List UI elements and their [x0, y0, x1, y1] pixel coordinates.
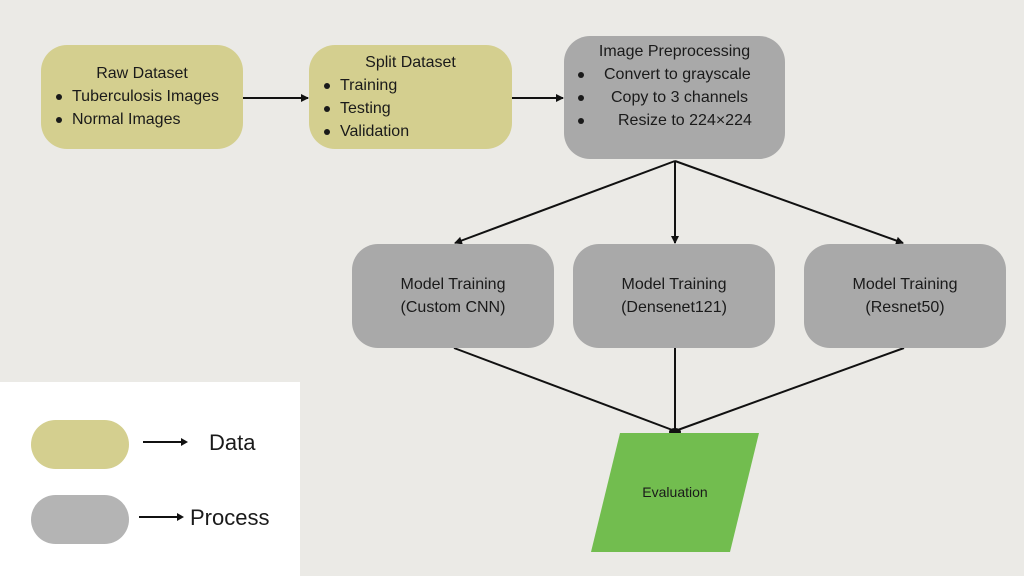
node-title: Model Training [400, 276, 506, 293]
node-model-resnet: Model Training (Resnet50) [804, 244, 1006, 348]
list-item: Testing [309, 97, 512, 120]
legend: Data Process [0, 382, 300, 576]
legend-swatch-data [31, 420, 129, 469]
node-items: Convert to grayscale Copy to 3 channels … [564, 63, 785, 132]
list-item: Training [309, 74, 512, 97]
node-raw-dataset: Raw Dataset Tuberculosis Images Normal I… [41, 45, 243, 149]
node-title: Model Training [852, 276, 958, 293]
list-item: Resize to 224×224 [564, 109, 785, 132]
line-custom-cnn-to-evaluation [453, 347, 676, 432]
arrow-preprocessing-to-resnet [674, 160, 904, 245]
list-item: Validation [309, 120, 512, 143]
arrow-preprocessing-to-custom-cnn [454, 160, 676, 245]
node-title: Image Preprocessing [598, 43, 751, 60]
legend-swatch-process [31, 495, 129, 544]
legend-label-process: Process [190, 505, 270, 530]
junction-dot [669, 428, 681, 436]
list-item: Normal Images [41, 108, 243, 131]
list-item: Copy to 3 channels [564, 86, 785, 109]
node-model-densenet: Model Training (Densenet121) [573, 244, 775, 348]
node-image-preprocessing: Image Preprocessing Convert to grayscale… [564, 36, 785, 159]
node-title: Raw Dataset [96, 65, 188, 82]
evaluation-label: Evaluation [642, 484, 708, 500]
line-resnet-to-evaluation [674, 347, 905, 432]
node-subtitle: (Custom CNN) [400, 299, 506, 316]
list-item: Convert to grayscale [564, 63, 785, 86]
node-split-dataset: Split Dataset Training Testing Validatio… [309, 45, 512, 149]
list-item: Tuberculosis Images [41, 85, 243, 108]
node-title: Model Training [621, 276, 727, 293]
legend-arrow-data-icon [143, 438, 188, 446]
legend-label-data: Data [209, 430, 256, 455]
node-items: Tuberculosis Images Normal Images [41, 85, 243, 131]
legend-arrow-process-icon [139, 513, 184, 521]
node-items: Training Testing Validation [309, 74, 512, 143]
node-model-custom-cnn: Model Training (Custom CNN) [352, 244, 554, 348]
node-subtitle: (Densenet121) [621, 299, 727, 316]
node-title: Split Dataset [365, 53, 456, 71]
node-subtitle: (Resnet50) [865, 299, 945, 316]
